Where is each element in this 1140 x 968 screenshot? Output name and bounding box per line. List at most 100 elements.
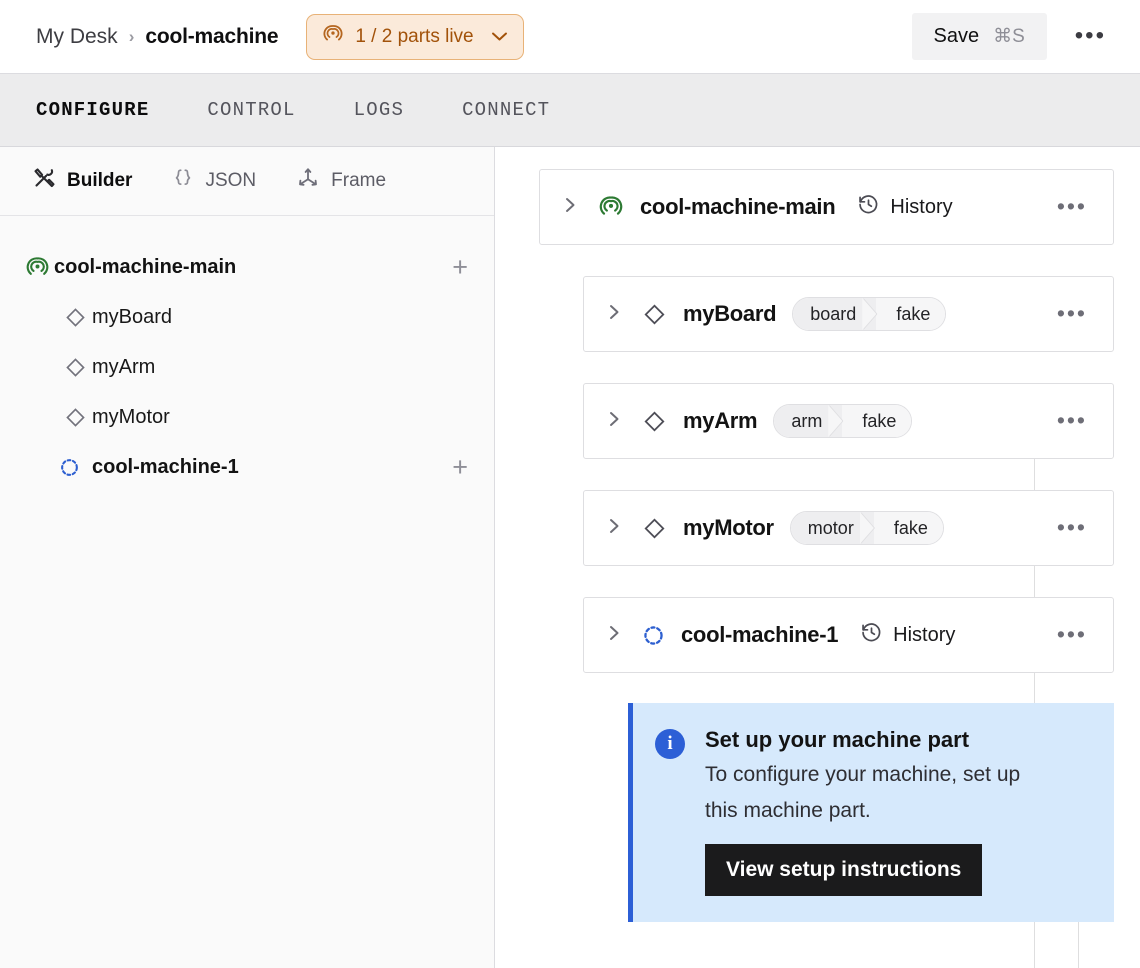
radar-icon	[598, 194, 624, 220]
tree-item-label: myArm	[92, 355, 156, 378]
badge-divider-icon	[862, 298, 877, 330]
card-cool-machine-1[interactable]: cool-machine-1 History •••	[583, 597, 1114, 673]
card-stack: cool-machine-main History •••	[495, 147, 1140, 923]
braces-icon	[172, 167, 194, 195]
callout-title: Set up your machine part	[705, 727, 970, 752]
expand-chevron-icon[interactable]	[608, 301, 622, 327]
tab-configure[interactable]: CONFIGURE	[36, 99, 150, 121]
add-part-icon[interactable]: +	[452, 251, 468, 282]
subtab-frame[interactable]: Frame	[296, 166, 386, 196]
breadcrumb-separator-icon: ›	[128, 26, 135, 46]
diamond-icon	[642, 302, 667, 327]
tab-connect[interactable]: CONNECT	[462, 99, 551, 121]
subtab-json-label: JSON	[205, 170, 257, 191]
chevron-down-icon	[491, 26, 508, 48]
tree-item-cool-machine-main[interactable]: cool-machine-main +	[0, 242, 494, 292]
parts-live-status-badge[interactable]: 1 / 2 parts live	[306, 13, 524, 60]
top-bar: My Desk › cool-machine 1 / 2 parts live …	[0, 0, 1140, 74]
setup-callout: i Set up your machine part To configure …	[628, 703, 1114, 923]
sidebar: Builder JSON	[0, 147, 495, 968]
tree-item-myarm[interactable]: myArm	[0, 342, 494, 392]
tab-logs[interactable]: LOGS	[353, 99, 405, 121]
dashed-circle-icon	[58, 457, 81, 478]
tree-item-label: cool-machine-main	[54, 255, 237, 278]
subtab-builder-label: Builder	[67, 170, 133, 191]
tree-item-label: myMotor	[92, 405, 170, 428]
subtab-json[interactable]: JSON	[172, 167, 256, 195]
add-part-icon[interactable]: +	[452, 451, 468, 482]
axes-icon	[296, 166, 320, 196]
diamond-icon	[58, 406, 92, 429]
badge-divider-icon	[859, 512, 874, 544]
content-split: Builder JSON	[0, 147, 1140, 968]
card-cool-machine-main[interactable]: cool-machine-main History •••	[539, 169, 1114, 245]
top-overflow-menu-icon[interactable]: •••	[1074, 22, 1106, 50]
card-myboard[interactable]: myBoard board fake •••	[583, 276, 1114, 352]
tree-item-label: myBoard	[92, 305, 173, 328]
diamond-icon	[642, 409, 667, 434]
breadcrumb: My Desk › cool-machine	[36, 24, 279, 49]
callout-text: To configure your machine, set up this m…	[705, 763, 1021, 822]
radar-icon	[322, 23, 344, 51]
subtab-frame-label: Frame	[331, 170, 387, 191]
history-button[interactable]: History	[860, 621, 955, 650]
top-bar-actions: Save ⌘S •••	[911, 13, 1117, 60]
history-clock-icon	[860, 621, 883, 650]
diamond-icon	[58, 306, 92, 329]
part-model-label: fake	[873, 512, 943, 544]
save-button[interactable]: Save ⌘S	[911, 13, 1047, 60]
card-title: cool-machine-main	[640, 194, 836, 219]
expand-chevron-icon[interactable]	[608, 515, 622, 541]
subtab-builder[interactable]: Builder	[32, 166, 132, 196]
card-mymotor[interactable]: myMotor motor fake •••	[583, 490, 1114, 566]
card-title: myMotor	[683, 515, 774, 540]
save-button-label: Save	[933, 25, 980, 47]
expand-chevron-icon[interactable]	[608, 408, 622, 434]
part-api-label: arm	[774, 405, 829, 437]
primary-tab-bar: CONFIGURE CONTROL LOGS CONNECT	[0, 74, 1140, 147]
diamond-icon	[58, 356, 92, 379]
card-title: myArm	[683, 408, 758, 433]
history-clock-icon	[857, 193, 880, 222]
breadcrumb-root-link[interactable]: My Desk	[36, 24, 118, 48]
breadcrumb-current: cool-machine	[145, 24, 279, 48]
machine-part-tree: cool-machine-main + myBoard myArm my	[0, 216, 494, 492]
sidebar-view-tabs: Builder JSON	[0, 147, 494, 216]
part-type-badge: board fake	[792, 297, 947, 331]
card-overflow-menu-icon[interactable]: •••	[1056, 193, 1087, 220]
radar-icon	[20, 255, 54, 280]
callout-body: Set up your machine part To configure yo…	[705, 727, 1035, 897]
part-api-label: board	[793, 298, 863, 330]
history-label: History	[893, 623, 956, 646]
tree-item-label: cool-machine-1	[92, 455, 239, 478]
parts-live-label: 1 / 2 parts live	[355, 25, 474, 47]
history-label: History	[890, 195, 953, 218]
badge-divider-icon	[828, 405, 843, 437]
card-overflow-menu-icon[interactable]: •••	[1056, 407, 1087, 434]
view-setup-instructions-button[interactable]: View setup instructions	[705, 844, 983, 897]
card-overflow-menu-icon[interactable]: •••	[1056, 514, 1087, 541]
info-icon: i	[655, 729, 685, 759]
history-button[interactable]: History	[857, 193, 953, 222]
diamond-icon	[642, 516, 667, 541]
expand-chevron-icon[interactable]	[564, 194, 578, 220]
part-model-label: fake	[842, 405, 912, 437]
save-shortcut-hint: ⌘S	[993, 26, 1025, 47]
part-api-label: motor	[790, 512, 860, 544]
card-myarm[interactable]: myArm arm fake •••	[583, 383, 1114, 459]
part-model-label: fake	[876, 298, 946, 330]
main-panel: cool-machine-main History •••	[495, 147, 1140, 968]
expand-chevron-icon[interactable]	[608, 622, 622, 648]
tab-control[interactable]: CONTROL	[207, 99, 296, 121]
card-title: myBoard	[683, 301, 777, 326]
tree-item-myboard[interactable]: myBoard	[0, 292, 494, 342]
tree-item-cool-machine-1[interactable]: cool-machine-1 +	[0, 442, 494, 492]
card-overflow-menu-icon[interactable]: •••	[1056, 300, 1087, 327]
card-title: cool-machine-1	[681, 622, 839, 647]
tree-item-mymotor[interactable]: myMotor	[0, 392, 494, 442]
dashed-circle-icon	[642, 624, 665, 647]
part-type-badge: arm fake	[773, 404, 913, 438]
tools-icon	[32, 166, 56, 196]
card-overflow-menu-icon[interactable]: •••	[1056, 621, 1087, 648]
part-type-badge: motor fake	[789, 511, 944, 545]
